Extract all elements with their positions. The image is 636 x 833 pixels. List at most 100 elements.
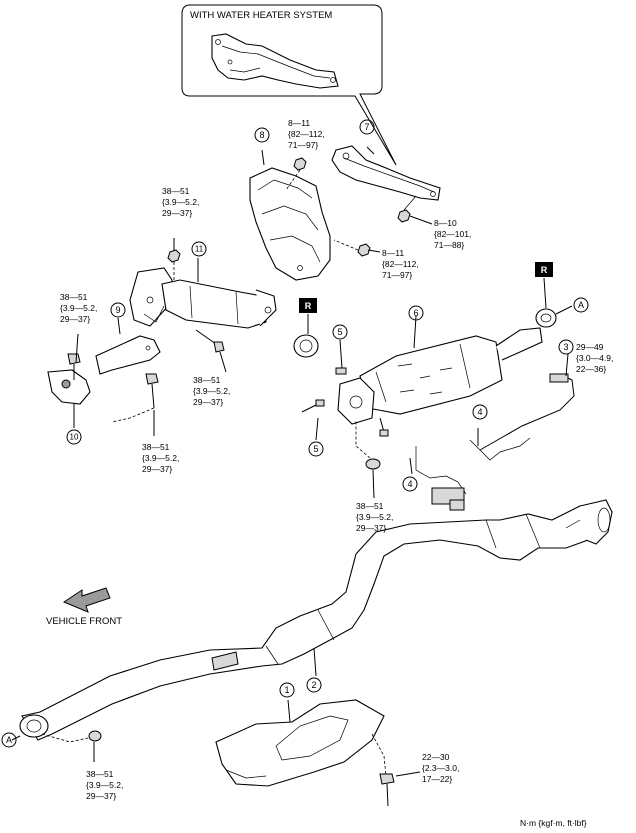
torque-38-51-left: 38—51 {3.9—5.2, 29—37} bbox=[60, 292, 97, 324]
torque-8-10: 8—10 {82—101, 71—88} bbox=[434, 218, 471, 250]
part-1-under-cover bbox=[215, 699, 387, 787]
svg-text:5: 5 bbox=[313, 444, 318, 454]
svg-text:29—37}: 29—37} bbox=[193, 397, 223, 407]
part-5-bolts bbox=[301, 339, 347, 441]
torque-38-51-bottom: 38—51 {3.9—5.2, 29—37} bbox=[86, 769, 123, 801]
part-10-bracket bbox=[47, 369, 91, 428]
svg-text:71—97}: 71—97} bbox=[382, 270, 412, 280]
a-marker-right: A bbox=[573, 297, 589, 313]
torque-38-51-center: 38—51 {3.9—5.2, 29—37} bbox=[193, 375, 230, 407]
svg-text:{3.9—5.2,: {3.9—5.2, bbox=[60, 303, 97, 313]
callout-1: 1 bbox=[279, 682, 295, 698]
svg-text:29—37}: 29—37} bbox=[356, 523, 386, 533]
torque-38-51-top-left: 38—51 {3.9—5.2, 29—37} bbox=[162, 186, 199, 218]
svg-text:71—88}: 71—88} bbox=[434, 240, 464, 250]
r-mark-left: R bbox=[305, 301, 312, 311]
svg-text:29—37}: 29—37} bbox=[162, 208, 192, 218]
nut-8-11-top bbox=[285, 157, 307, 191]
svg-text:{82—112,: {82—112, bbox=[288, 129, 325, 139]
a-mark-right: A bbox=[578, 300, 584, 310]
a-marker-left: A bbox=[1, 732, 17, 748]
a-mark-left: A bbox=[6, 735, 12, 745]
callout-5-upper: 5 bbox=[332, 324, 348, 340]
svg-text:71—97}: 71—97} bbox=[288, 140, 318, 150]
bolt-8-10 bbox=[397, 195, 433, 225]
part-9-bracket bbox=[95, 317, 161, 375]
svg-text:38—51: 38—51 bbox=[193, 375, 221, 385]
part-8-heat-insulator bbox=[249, 149, 331, 281]
inset-water-heater: WITH WATER HEATER SYSTEM bbox=[181, 4, 397, 166]
svg-text:{3.0—4.9,: {3.0—4.9, bbox=[576, 353, 613, 363]
nut-lower-center bbox=[355, 420, 381, 499]
vehicle-front-label: VEHICLE FRONT bbox=[46, 616, 122, 627]
svg-text:38—51: 38—51 bbox=[356, 501, 384, 511]
callout-5-lower: 5 bbox=[308, 441, 324, 457]
svg-text:38—51: 38—51 bbox=[162, 186, 190, 196]
callout-7: 7 bbox=[359, 119, 375, 135]
inset-title: WITH WATER HEATER SYSTEM bbox=[190, 10, 332, 21]
svg-text:6: 6 bbox=[413, 308, 418, 318]
svg-text:17—22}: 17—22} bbox=[422, 774, 452, 784]
bolt-under-cover bbox=[379, 771, 421, 807]
torque-22-30: 22—30 {2.3—3.0, 17—22} bbox=[422, 752, 459, 784]
bolt-left-lower bbox=[111, 373, 159, 436]
part-2-exhaust-pipe bbox=[11, 499, 613, 743]
svg-text:1: 1 bbox=[284, 685, 289, 695]
torque-8-11-mid: 8—11 {82—112, 71—97} bbox=[382, 248, 419, 280]
nut-part-11 bbox=[167, 238, 181, 280]
svg-text:{82—101,: {82—101, bbox=[434, 229, 471, 239]
svg-text:{3.9—5.2,: {3.9—5.2, bbox=[162, 197, 199, 207]
bolt-8-11-mid bbox=[333, 239, 381, 257]
svg-text:2: 2 bbox=[311, 680, 316, 690]
svg-text:38—51: 38—51 bbox=[142, 442, 170, 452]
torque-38-51-lower-center: 38—51 {3.9—5.2, 29—37} bbox=[356, 501, 393, 533]
callout-10: 10 bbox=[66, 429, 82, 445]
svg-text:3: 3 bbox=[563, 342, 568, 352]
part-3-sensor bbox=[479, 353, 575, 451]
part-6-diesel-particulate-filter bbox=[337, 315, 543, 437]
svg-text:8—11: 8—11 bbox=[288, 118, 310, 128]
svg-text:{3.9—5.2,: {3.9—5.2, bbox=[356, 512, 393, 522]
callout-8: 8 bbox=[254, 127, 270, 143]
svg-text:38—51: 38—51 bbox=[60, 292, 88, 302]
svg-text:9: 9 bbox=[115, 305, 120, 315]
svg-text:38—51: 38—51 bbox=[86, 769, 114, 779]
nut-bottom-left bbox=[88, 730, 102, 762]
callout-6: 6 bbox=[408, 305, 424, 321]
bolt-left-upper bbox=[67, 333, 81, 380]
part-11-catalytic-converter bbox=[129, 258, 277, 329]
bolt-part-11-bottom bbox=[195, 329, 227, 373]
torque-29-49: 29—49 {3.0—4.9, 22—36} bbox=[576, 342, 613, 374]
callout-11: 11 bbox=[191, 241, 207, 257]
units-label: N·m {kgf·m, ft·lbf} bbox=[520, 818, 587, 828]
svg-text:4: 4 bbox=[477, 407, 482, 417]
svg-text:22—36}: 22—36} bbox=[576, 364, 606, 374]
callout-9: 9 bbox=[110, 302, 126, 318]
gasket-r-right: R bbox=[535, 262, 573, 328]
svg-text:{3.9—5.2,: {3.9—5.2, bbox=[193, 386, 230, 396]
svg-text:22—30: 22—30 bbox=[422, 752, 450, 762]
svg-text:{3.9—5.2,: {3.9—5.2, bbox=[142, 453, 179, 463]
vehicle-front-arrow: VEHICLE FRONT bbox=[46, 587, 122, 627]
callout-2: 2 bbox=[306, 677, 322, 693]
torque-8-11-top: 8—11 {82—112, 71—97} bbox=[288, 118, 325, 150]
svg-text:8: 8 bbox=[259, 130, 264, 140]
r-mark-right: R bbox=[541, 265, 548, 275]
svg-text:29—37}: 29—37} bbox=[86, 791, 116, 801]
svg-text:{2.3—3.0,: {2.3—3.0, bbox=[422, 763, 459, 773]
svg-text:11: 11 bbox=[195, 245, 204, 254]
svg-text:29—37}: 29—37} bbox=[60, 314, 90, 324]
svg-text:8—10: 8—10 bbox=[434, 218, 457, 228]
svg-text:{82—112,: {82—112, bbox=[382, 259, 419, 269]
torque-38-51-lower-left: 38—51 {3.9—5.2, 29—37} bbox=[142, 442, 179, 474]
part-4-sensors bbox=[409, 428, 531, 511]
svg-text:7: 7 bbox=[364, 122, 369, 132]
svg-text:29—49: 29—49 bbox=[576, 342, 604, 352]
svg-text:8—11: 8—11 bbox=[382, 248, 404, 258]
part-7-heat-insulator bbox=[331, 145, 441, 201]
svg-text:4: 4 bbox=[407, 479, 412, 489]
gasket-r-left: R bbox=[293, 298, 319, 358]
svg-text:10: 10 bbox=[70, 433, 79, 442]
